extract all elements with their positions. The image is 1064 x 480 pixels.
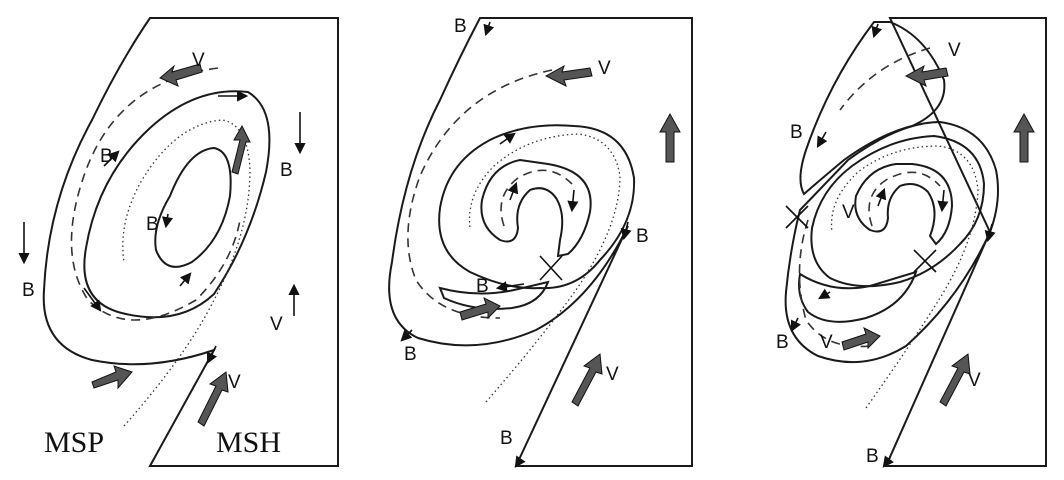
upper-shaded-tongue (799, 21, 946, 196)
label-v: V (842, 202, 855, 223)
flow-arrow (197, 371, 229, 427)
field-arrow (400, 329, 413, 342)
inner-shaded-spiral (480, 158, 592, 258)
dashed-field-line (70, 67, 241, 321)
field-arrow (495, 281, 525, 293)
inner-shaded-spiral (854, 163, 954, 246)
dashed-inner-field-line (868, 171, 941, 227)
magnetosheath-region (784, 17, 1047, 467)
label-b: B (280, 160, 293, 181)
label-b: B (100, 146, 113, 167)
magnetosheath-region (388, 17, 693, 467)
flow-arrow (231, 124, 251, 175)
label-b: B (790, 122, 803, 143)
lower-shaded-tongue (798, 270, 918, 323)
panel-3: B B B V V V V (776, 17, 1047, 468)
field-arrow (514, 455, 526, 468)
region-label-msp: MSP (44, 426, 104, 459)
label-v: V (192, 50, 205, 71)
field-arrow (103, 150, 120, 167)
field-arrow (790, 317, 802, 333)
shaded-lower-tongue (438, 280, 550, 310)
magnetosphere-vortex-core (83, 90, 271, 319)
flow-arrow (939, 353, 971, 407)
reconnection-x-line (785, 205, 809, 229)
field-arrow (620, 221, 632, 241)
field-arrow (83, 287, 102, 312)
label-b: B (866, 446, 879, 467)
label-b: B (22, 280, 35, 301)
field-arrow (818, 288, 831, 300)
magnetosheath-region (42, 17, 339, 467)
flow-arrow (904, 64, 949, 87)
field-arrow (937, 189, 949, 213)
reconnection-x-line (539, 255, 563, 281)
dashed-inner-field-line (500, 169, 573, 227)
dotted-boundary-trace (122, 119, 251, 427)
dotted-boundary-trace (830, 145, 979, 409)
region-label-msh: MSH (216, 426, 281, 459)
reconnection-x-line (913, 249, 937, 273)
label-v: V (606, 364, 619, 385)
flow-arrow (459, 297, 501, 321)
field-arrow (483, 21, 495, 37)
field-arrow (499, 132, 516, 145)
panel-1: V V V B B B B MSP MSH (18, 17, 339, 467)
inner-shaded-tongue (154, 146, 232, 268)
flow-arrow (91, 365, 133, 390)
dashed-field-line (407, 69, 553, 319)
field-arrow (179, 272, 192, 287)
label-b: B (404, 344, 417, 365)
label-v: V (948, 40, 961, 61)
flow-arrow (544, 64, 593, 87)
flow-arrow (571, 353, 603, 407)
field-arrow (161, 213, 173, 229)
panel-2: B B B B B V V (388, 16, 693, 468)
field-arrow (984, 223, 996, 243)
flow-arrow (159, 63, 203, 87)
dotted-boundary-trace (468, 133, 621, 403)
flow-arrow (841, 327, 881, 351)
field-arrow (882, 455, 894, 468)
label-b: B (146, 214, 159, 235)
field-arrow (871, 23, 883, 39)
label-b: B (636, 226, 649, 247)
flow-arrow (659, 112, 681, 163)
label-v: V (968, 370, 981, 391)
label-v: V (598, 58, 611, 79)
field-arrow (816, 131, 828, 148)
label-b: B (776, 332, 789, 353)
magnetosphere-vortex-core (438, 124, 636, 290)
field-arrow (875, 187, 887, 207)
dashed-field-line (798, 219, 871, 348)
label-v: V (820, 332, 833, 353)
field-arrow (567, 189, 579, 213)
label-b: B (454, 16, 467, 37)
label-v: V (270, 314, 283, 335)
field-arrow (507, 181, 519, 201)
label-v: V (228, 372, 241, 393)
label-b: B (500, 428, 513, 449)
label-b: B (476, 276, 489, 297)
flow-arrow (1013, 112, 1035, 163)
field-arrow (206, 345, 218, 365)
